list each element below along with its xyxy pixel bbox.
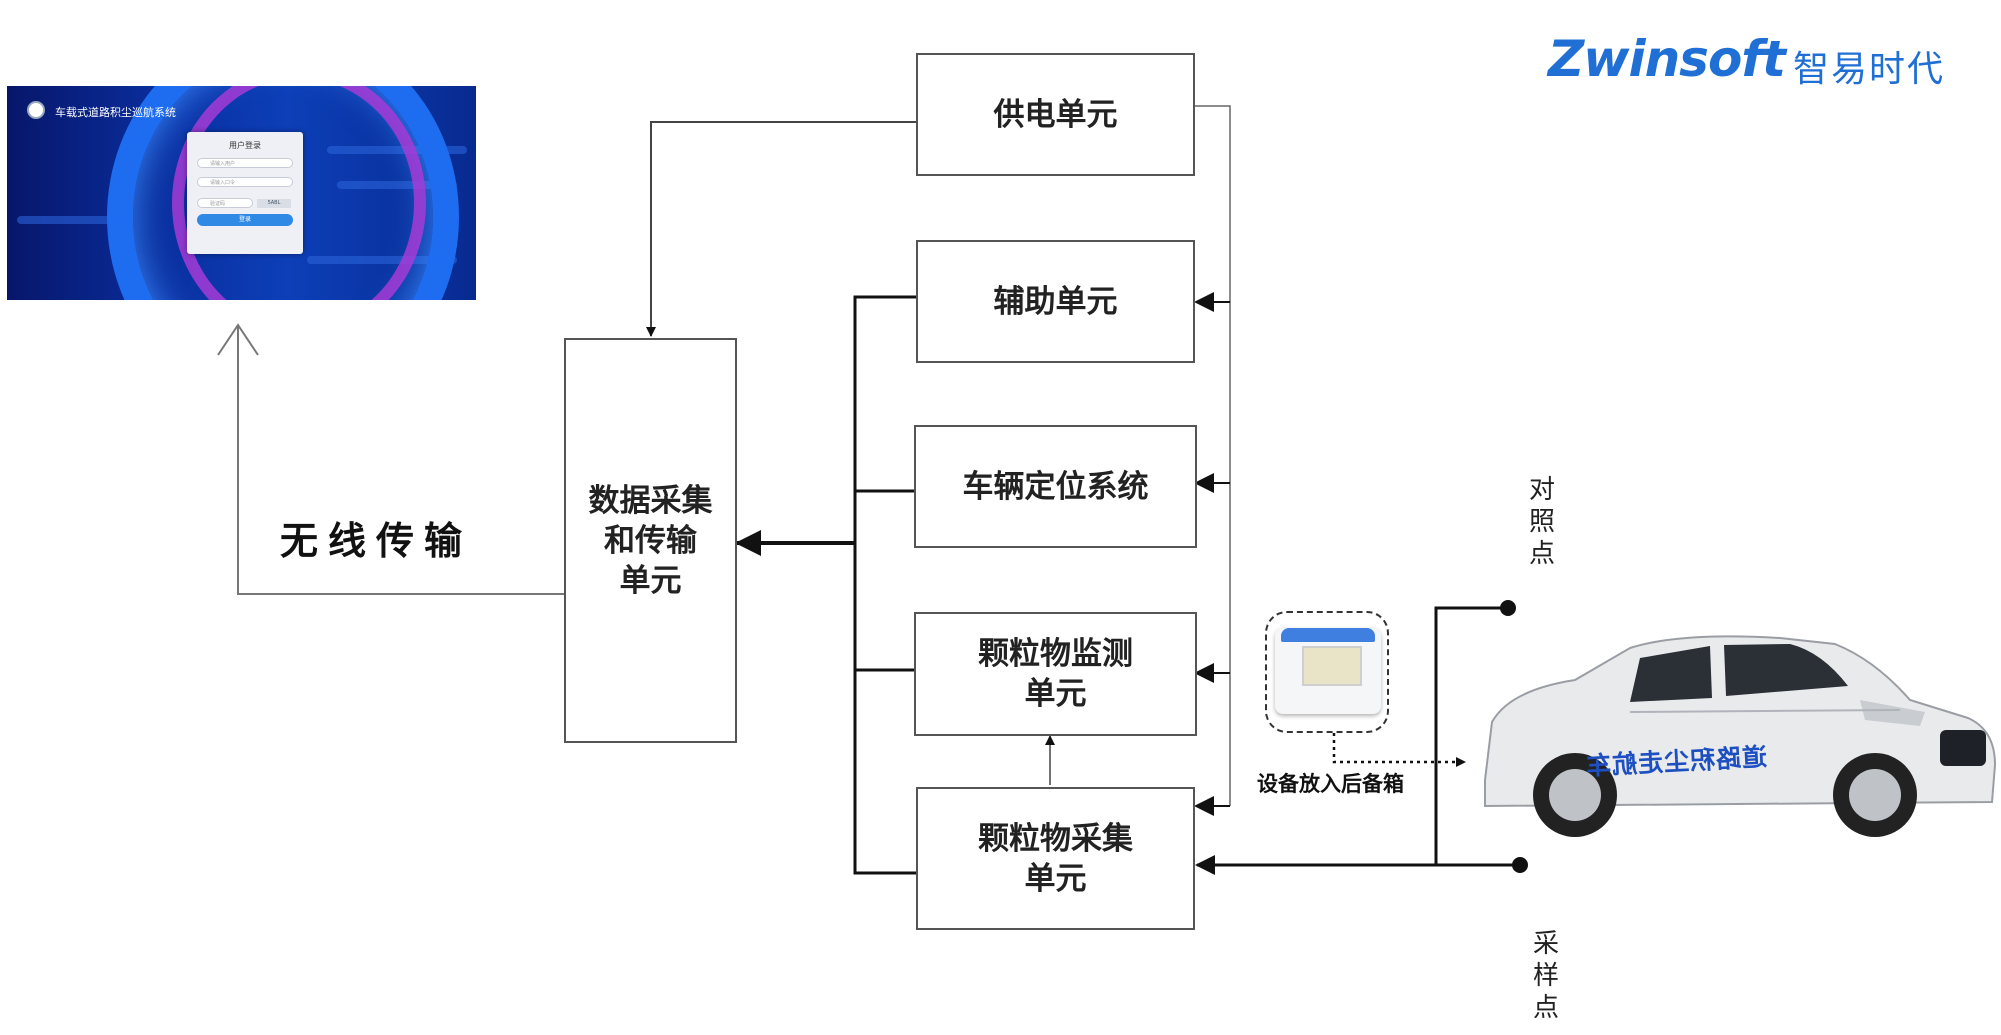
username-field[interactable]: 请输入用户 — [197, 158, 293, 168]
login-card: 用户登录 请输入用户 请输入口令 验证码 5ABL 登录 — [187, 132, 303, 254]
data-acquisition-unit: 数据采集 和传输 单元 — [564, 338, 737, 743]
sampling-point-dot — [1512, 857, 1528, 873]
wireless-transmission-label: 无线传输 — [280, 519, 473, 563]
power-to-data-arrow — [646, 121, 916, 337]
particle-sampling-unit: 颗粒物采集 单元 — [916, 787, 1195, 930]
captcha-field[interactable]: 验证码 — [197, 198, 253, 208]
device-lid — [1281, 628, 1375, 642]
password-field[interactable]: 请输入口令 — [197, 177, 293, 187]
auxiliary-unit: 辅助单元 — [916, 240, 1195, 363]
brand-name: 智易时代 — [1793, 49, 1946, 90]
reference-point-dot — [1500, 600, 1516, 616]
sampling-point-label: 采 样 点 — [1532, 929, 1559, 1023]
login-card-title: 用户登录 — [229, 141, 261, 150]
power-supply-unit: 供电单元 — [916, 53, 1195, 176]
system-logo-icon — [27, 101, 45, 119]
login-button[interactable]: 登录 — [197, 214, 293, 226]
reference-point-label: 对 照 点 — [1528, 475, 1555, 569]
wireless-arrow-head — [217, 323, 259, 356]
vehicle-positioning-system: 车辆定位系统 — [914, 425, 1197, 548]
power-bus-line — [1194, 105, 1231, 806]
login-screenshot: 车载式道路积尘巡航系统 用户登录 请输入用户 请输入口令 验证码 5ABL 登录 — [7, 86, 476, 300]
device-screen — [1302, 646, 1362, 686]
trunk-storage-label: 设备放入后备箱 — [1257, 772, 1404, 796]
reference-point-line — [1434, 606, 1508, 865]
patrol-car-image — [1484, 635, 1997, 837]
particle-monitoring-unit: 颗粒物监测 单元 — [914, 612, 1197, 736]
login-system-title: 车载式道路积尘巡航系统 — [55, 106, 176, 119]
collector-bus — [853, 295, 916, 875]
brand-logo: Zwinsoft — [1548, 30, 1786, 88]
device-dashed-frame — [1265, 611, 1389, 733]
captcha-image[interactable]: 5ABL — [257, 199, 291, 208]
device-to-trunk-arrow — [1332, 733, 1466, 767]
wireless-line — [237, 325, 564, 595]
